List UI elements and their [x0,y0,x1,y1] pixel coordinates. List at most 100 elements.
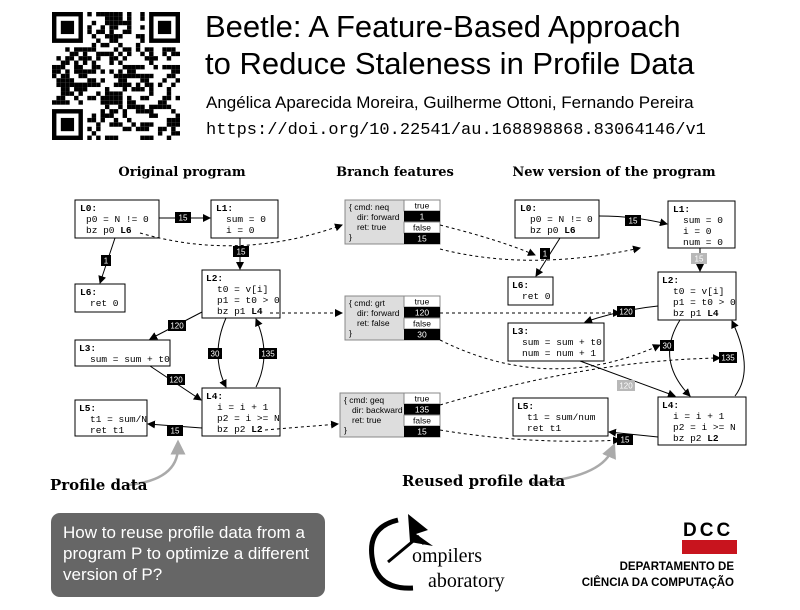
svg-text:15: 15 [237,248,246,257]
new-block-l3: L3: sum = sum + t0 num = num + 1 [507,322,605,362]
svg-text:dir: forward: dir: forward [357,212,400,222]
svg-text:{ cmd: neq: { cmd: neq [349,202,389,212]
poster-title: Beetle: A Feature-Based Approach to Redu… [205,8,694,82]
qr-code[interactable] [52,12,180,140]
logo-text-top: ompilers [412,545,482,567]
svg-text:1: 1 [104,257,109,266]
svg-text:}: } [344,425,347,435]
svg-text:bz p2 L2: bz p2 L2 [673,433,719,444]
svg-text:bz p1 L4: bz p1 L4 [673,308,719,319]
feature-box-3: { cmd: geq dir: backward ret: true } tru… [339,392,441,438]
orig-block-l2: L2: t0 = v[i] p1 = t0 > 0 bz p1 L4 [201,269,281,319]
svg-text:num = 0: num = 0 [683,237,723,248]
dcc-logo-bar [682,540,737,554]
svg-text:ret t1: ret t1 [90,425,125,436]
svg-text:L2:: L2: [662,275,679,286]
svg-text:L4:: L4: [206,391,223,402]
svg-text:ret: true: ret: true [352,415,382,425]
svg-text:L2:: L2: [206,273,223,284]
svg-text:i = i + 1: i = i + 1 [673,411,725,422]
svg-text:}: } [349,328,352,338]
svg-text:bz p0 L6: bz p0 L6 [530,225,576,236]
dcc-logo-text: DCC [683,520,734,541]
header-original: Original program [118,165,245,180]
logo-text-bottom: aboratory [428,570,505,592]
svg-text:i = 0: i = 0 [226,225,255,236]
reused-profile-label: Reused profile data [402,472,566,490]
svg-text:120: 120 [169,376,183,385]
new-block-l0: L0: p0 = N != 0 bz p0 L6 [514,199,600,239]
svg-text:true: true [415,297,430,307]
svg-text:120: 120 [619,308,633,317]
orig-block-l1: L1: sum = 0 i = 0 [210,199,279,239]
svg-text:{ cmd: geq: { cmd: geq [344,395,384,405]
svg-text:L1:: L1: [673,204,690,215]
department-name: DEPARTAMENTO DE CIÊNCIA DA COMPUTAÇÃO [582,559,734,591]
header-new: New version of the program [512,165,715,180]
doi-link[interactable]: https://doi.org/10.22541/au.168898868.83… [206,121,706,140]
svg-text:15: 15 [621,436,630,445]
logo-c-mark [369,517,414,591]
question-box: How to reuse profile data from a program… [51,513,325,597]
svg-text:120: 120 [619,382,633,391]
svg-text:t0 = v[i]: t0 = v[i] [217,284,268,295]
orig-block-l4: L4: i = i + 1 p2 = i >= N bz p2 L2 [201,387,281,437]
svg-text:15: 15 [417,234,427,244]
feature-box-1: { cmd: neq dir: forward ret: true } true… [344,199,441,245]
svg-text:{ cmd: grt: { cmd: grt [349,298,386,308]
new-block-l6: L6: ret 0 [507,276,554,306]
cfg-diagram: Original program Branch features New ver… [50,165,747,494]
feature-box-2: { cmd: grt dir: forward ret: false } tru… [344,295,441,341]
compilers-lab-logo: ompilers aboratory [369,514,505,592]
svg-text:L5:: L5: [79,403,96,414]
svg-text:ret t1: ret t1 [527,423,562,434]
svg-text:135: 135 [415,405,429,415]
svg-text:ret: true: ret: true [357,222,387,232]
department-line-2: CIÊNCIA DA COMPUTAÇÃO [581,577,734,589]
svg-text:L0:: L0: [80,203,97,214]
svg-text:120: 120 [170,322,184,331]
svg-text:sum = 0: sum = 0 [226,214,266,225]
title-line-1: Beetle: A Feature-Based Approach [205,9,681,44]
svg-text:15: 15 [179,214,188,223]
svg-text:true: true [415,394,430,404]
svg-text:sum = sum + t0: sum = sum + t0 [90,354,170,365]
svg-text:1: 1 [420,212,425,222]
svg-text:false: false [413,416,431,426]
feature-links [139,223,721,445]
svg-text:t0 = v[i]: t0 = v[i] [673,286,724,297]
profile-arrows [127,439,616,487]
svg-text:L0:: L0: [520,203,537,214]
svg-text:t1 = sum/N: t1 = sum/N [90,414,147,425]
svg-text:sum = 0: sum = 0 [683,215,723,226]
svg-text:ret: false: ret: false [357,318,390,328]
new-block-l2: L2: t0 = v[i] p1 = t0 > 0 bz p1 L4 [657,271,737,321]
authors: Angélica Aparecida Moreira, Guilherme Ot… [206,93,694,112]
new-edge-labels: 15 1 15 120 30 135 120 15 [540,215,737,445]
svg-text:L4:: L4: [662,400,679,411]
svg-text:15: 15 [629,217,638,226]
svg-text:bz p1 L4: bz p1 L4 [217,306,263,317]
svg-text:bz p2 L2: bz p2 L2 [217,424,263,435]
svg-text:false: false [413,223,431,233]
svg-text:bz p0 L6: bz p0 L6 [86,225,132,236]
dragon-icon [408,514,433,546]
svg-text:ret 0: ret 0 [90,298,119,309]
svg-text:false: false [413,319,431,329]
new-block-l4: L4: i = i + 1 p2 = i >= N bz p2 L2 [657,396,747,446]
svg-text:}: } [349,232,352,242]
svg-text:15: 15 [417,427,427,437]
svg-text:dir: backward: dir: backward [352,405,403,415]
svg-text:i = 0: i = 0 [683,226,712,237]
svg-text:p0 = N != 0: p0 = N != 0 [530,214,593,225]
svg-text:30: 30 [211,350,220,359]
svg-text:p0 = N != 0: p0 = N != 0 [86,214,149,225]
svg-text:p1 = t0 > 0: p1 = t0 > 0 [673,297,736,308]
svg-text:15: 15 [171,427,180,436]
svg-text:135: 135 [721,354,735,363]
orig-block-l6: L6: ret 0 [74,283,126,313]
svg-text:num = num + 1: num = num + 1 [522,348,596,359]
svg-text:L1:: L1: [216,203,233,214]
orig-block-l3: L3: sum = sum + t0 [74,339,171,367]
svg-text:p2 = i >= N: p2 = i >= N [217,413,280,424]
